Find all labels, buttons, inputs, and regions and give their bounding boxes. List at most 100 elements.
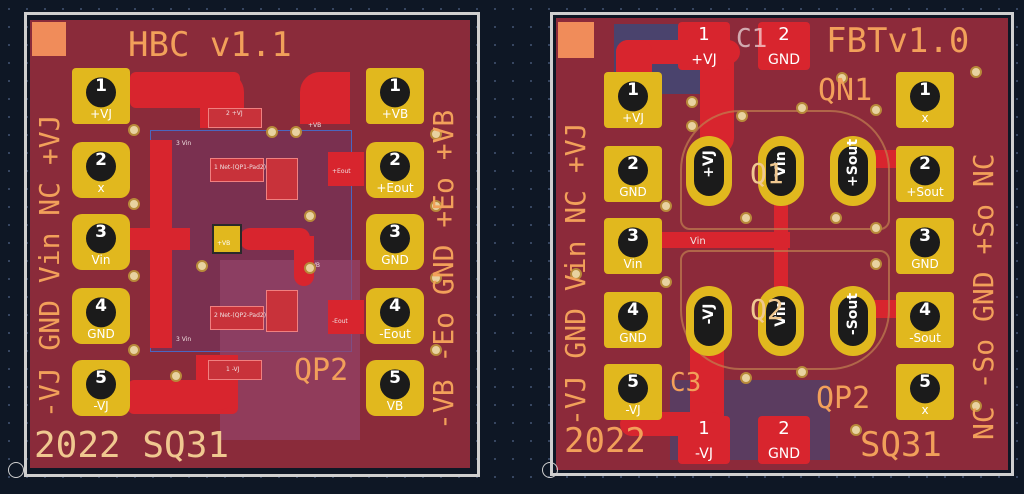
via[interactable] [290, 126, 302, 138]
left-pad-5[interactable]: 5-VJ [72, 360, 130, 416]
via[interactable] [686, 120, 698, 132]
via[interactable] [128, 270, 140, 282]
via[interactable] [304, 262, 316, 274]
via[interactable] [660, 200, 672, 212]
via[interactable] [686, 96, 698, 108]
left-edge-silk: -VJ GND Vin NC +VJ [33, 114, 66, 418]
qp2-silk: QP2 [816, 381, 871, 416]
via[interactable] [740, 212, 752, 224]
drill-hole [380, 223, 410, 254]
left-edge-silk: -VJ GND Vin NC +VJ [559, 122, 592, 426]
via[interactable] [170, 370, 182, 382]
via[interactable] [266, 126, 278, 138]
trace-eout-plus [328, 152, 364, 186]
left-pad-1[interactable]: 1+VJ [604, 72, 662, 128]
via[interactable] [740, 372, 752, 384]
drill-hole [380, 369, 410, 400]
q2-outline [680, 250, 890, 370]
drill-hole [618, 373, 648, 404]
left-board[interactable]: 2 +VJ 1 Net-(QP1-Pad2) 2 Net-(QP2-Pad2) … [0, 0, 490, 494]
via[interactable] [796, 102, 808, 114]
center-pad-label: +VB [217, 240, 231, 247]
via[interactable] [196, 260, 208, 272]
drill-hole [86, 369, 116, 400]
via[interactable] [970, 66, 982, 78]
via[interactable] [304, 210, 316, 222]
smd-qp1-pad-b[interactable] [266, 158, 298, 200]
smd-bot-r[interactable] [208, 360, 262, 380]
right-pad-4[interactable]: 4-Eout [366, 288, 424, 344]
bottom-pad-1-vj[interactable]: 1-VJ [678, 416, 730, 464]
c1-silk: C1 [736, 24, 768, 54]
trace-center-vb [240, 228, 310, 250]
via[interactable] [570, 268, 582, 280]
via[interactable] [796, 366, 808, 378]
via[interactable] [870, 104, 882, 116]
via[interactable] [836, 72, 848, 84]
q2-pin-2[interactable]: Vin [758, 286, 804, 356]
drill-hole [618, 301, 648, 332]
drill-hole [838, 296, 868, 346]
left-pad-1[interactable]: 1+VJ [72, 68, 130, 124]
q1-pin-2[interactable]: Vin [758, 136, 804, 206]
via[interactable] [128, 198, 140, 210]
net-label-eout-minus: -Eout [332, 318, 348, 325]
drill-hole [910, 155, 940, 186]
smd-qp2-pad[interactable] [210, 306, 264, 330]
drill-hole [618, 227, 648, 258]
left-pad-5[interactable]: 5-VJ [604, 364, 662, 420]
right-pad-2[interactable]: 2+Eout [366, 142, 424, 198]
net-label-mid-top: 1 Net-(QP1-Pad2) [214, 164, 267, 171]
via[interactable] [970, 400, 982, 412]
q2-pin-3[interactable]: -Sout [830, 286, 876, 356]
q1-pin-3[interactable]: +Sout [830, 136, 876, 206]
drill-hole [766, 296, 796, 346]
right-title-silk: FBTv1.0 [826, 21, 970, 61]
via[interactable] [128, 124, 140, 136]
drill-hole [910, 81, 940, 112]
via[interactable] [430, 128, 442, 140]
smd-top-r[interactable] [208, 108, 262, 128]
via[interactable] [660, 276, 672, 288]
net-label-vin-top: 3 Vin [176, 140, 192, 147]
via[interactable] [430, 272, 442, 284]
via[interactable] [850, 424, 862, 436]
smd-qp2-pad-b[interactable] [266, 290, 298, 332]
right-pad-1[interactable]: 1+VB [366, 68, 424, 124]
q2-pin-1[interactable]: -VJ [686, 286, 732, 356]
drill-hole [838, 146, 868, 196]
via[interactable] [870, 222, 882, 234]
via[interactable] [736, 110, 748, 122]
smd-qp1-pad[interactable] [210, 158, 264, 182]
net-label-plus-vb: +VB [308, 122, 322, 129]
via[interactable] [870, 258, 882, 270]
q1-pin-1[interactable]: +VJ [686, 136, 732, 206]
trace-vin-vert [774, 180, 788, 310]
right-pad-2[interactable]: 2+Sout [896, 146, 954, 202]
via[interactable] [830, 212, 842, 224]
drill-hole [380, 151, 410, 182]
trace-center-vb-down [294, 236, 314, 286]
via[interactable] [430, 344, 442, 356]
center-pad-vb[interactable]: +VB [212, 224, 242, 254]
via[interactable] [430, 200, 442, 212]
right-pad-4[interactable]: 4-Sout [896, 292, 954, 348]
drill-hole [910, 373, 940, 404]
top-pad-1-vj[interactable]: 1+VJ [678, 22, 730, 70]
origin-marker [8, 462, 24, 478]
via[interactable] [128, 344, 140, 356]
